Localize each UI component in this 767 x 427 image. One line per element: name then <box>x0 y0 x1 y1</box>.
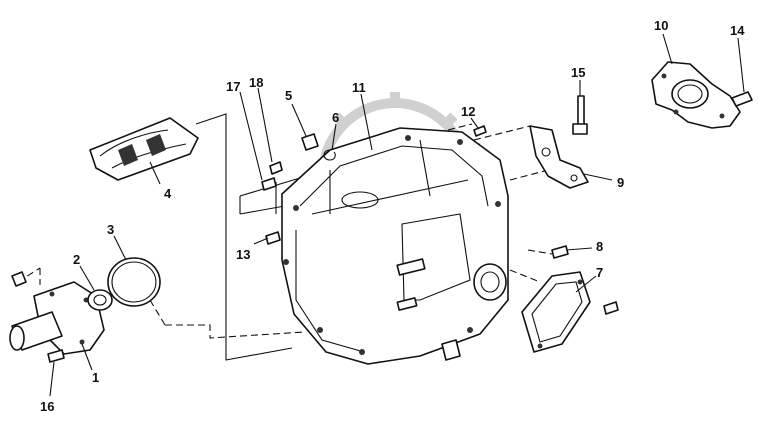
part-1-input-housing <box>9 281 105 355</box>
part-3-o-ring <box>107 257 161 307</box>
callout-14: 14 <box>730 23 745 38</box>
callout-6: 6 <box>332 110 339 125</box>
drain-plug <box>441 339 461 361</box>
part-7-cover-plate <box>521 271 591 353</box>
callout-3: 3 <box>107 222 114 237</box>
part-6-clip <box>323 149 336 161</box>
part-16-bolt <box>11 271 65 363</box>
callout-2: 2 <box>73 252 80 267</box>
callout-5: 5 <box>285 88 292 103</box>
part-10-bearing-retainer <box>651 61 741 129</box>
callout-15: 15 <box>571 65 585 80</box>
callout-8: 8 <box>596 239 603 254</box>
part-13-pin <box>265 231 281 245</box>
part-9-bracket <box>529 125 589 189</box>
part-8-bolt <box>551 245 569 259</box>
callout-4: 4 <box>164 186 172 201</box>
part-15-bolt <box>572 95 588 135</box>
callout-11: 11 <box>352 80 366 95</box>
leader-lines <box>49 33 745 397</box>
callout-1: 1 <box>92 370 99 385</box>
part-11-transmission-housing <box>281 127 509 365</box>
part-4-bearing-shells <box>89 117 199 181</box>
callout-18: 18 <box>249 75 263 90</box>
part-5-bolt <box>301 133 319 151</box>
callout-17: 17 <box>226 79 240 94</box>
part-2-seal <box>87 289 113 311</box>
part-17-18-pins <box>261 161 283 191</box>
part-14-bolt <box>731 91 753 107</box>
callout-16: 16 <box>40 399 54 414</box>
callout-7: 7 <box>596 265 603 280</box>
part-12-pin <box>473 125 487 137</box>
callout-10: 10 <box>654 18 668 33</box>
part-7-bolt <box>603 301 619 315</box>
callout-13: 13 <box>236 247 250 262</box>
callout-12: 12 <box>461 104 475 119</box>
callout-9: 9 <box>617 175 624 190</box>
callout-labels: 1 2 3 4 5 6 7 8 9 10 11 12 13 14 15 16 1… <box>40 18 745 414</box>
